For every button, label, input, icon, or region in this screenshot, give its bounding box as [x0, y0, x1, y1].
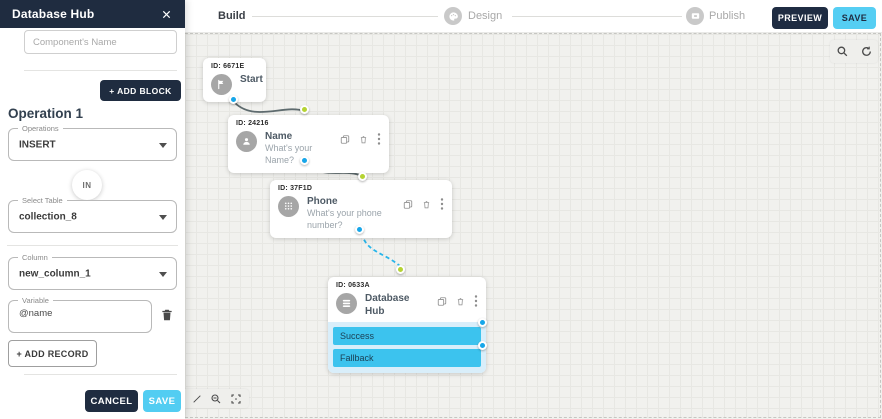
search-icon[interactable] — [836, 45, 849, 58]
duplicate-icon[interactable] — [403, 199, 413, 210]
panel-header: Database Hub — [0, 0, 185, 28]
zoom-out-icon[interactable] — [210, 393, 222, 405]
duplicate-icon[interactable] — [437, 296, 447, 307]
flow-canvas[interactable]: ID: 6671E Start ID: 24216 Name What's yo… — [185, 33, 881, 418]
column-value: new_column_1 — [19, 268, 91, 279]
chevron-down-icon — [159, 272, 167, 277]
node-title: Name — [265, 131, 293, 142]
duplicate-icon[interactable] — [340, 134, 350, 145]
divider — [7, 245, 178, 246]
step-design[interactable]: Design — [468, 10, 503, 22]
delete-icon[interactable] — [456, 296, 465, 307]
variable-label: Variable — [18, 296, 53, 305]
node-id: ID: 0633A — [336, 282, 370, 289]
divider — [24, 70, 177, 71]
output-port-start[interactable] — [229, 95, 238, 104]
close-icon[interactable] — [159, 7, 173, 21]
step-connector — [512, 16, 682, 17]
column-label: Column — [18, 253, 52, 262]
step-publish[interactable]: Publish — [709, 10, 746, 22]
node-title: Phone — [307, 196, 338, 207]
panel-save-button[interactable]: SAVE — [143, 390, 181, 412]
output-port-name[interactable] — [300, 156, 309, 165]
select-table-select[interactable]: Select Table collection_8 — [8, 196, 177, 233]
step-connector — [252, 16, 438, 17]
input-port-phone[interactable] — [358, 172, 367, 181]
output-port-phone[interactable] — [355, 225, 364, 234]
design-step-icon — [444, 7, 462, 25]
cancel-button[interactable]: CANCEL — [85, 390, 138, 412]
output-port-fallback[interactable] — [478, 341, 487, 350]
node-phone[interactable]: ID: 37F1D Phone What's your phone number… — [270, 180, 452, 239]
panel-title: Database Hub — [12, 7, 95, 21]
select-table-value: collection_8 — [19, 211, 77, 222]
column-select[interactable]: Column new_column_1 — [8, 253, 177, 290]
variable-input[interactable] — [19, 308, 139, 319]
delete-icon[interactable] — [422, 199, 431, 210]
node-database-hub[interactable]: ID: 0633A Database Hub Success Fallback — [328, 277, 486, 373]
dialpad-icon — [278, 196, 299, 217]
more-options-icon[interactable] — [474, 295, 478, 307]
reset-view-icon[interactable] — [860, 45, 873, 58]
chevron-down-icon — [159, 143, 167, 148]
operations-select[interactable]: Operations INSERT — [8, 124, 177, 161]
preview-button[interactable]: PREVIEW — [772, 7, 828, 29]
output-success[interactable]: Success — [333, 327, 481, 345]
operations-label: Operations — [18, 124, 63, 133]
node-id: ID: 37F1D — [278, 185, 313, 192]
node-title: Start — [240, 74, 263, 85]
divider — [24, 374, 177, 375]
node-id: ID: 6671E — [211, 63, 245, 70]
operations-value: INSERT — [19, 139, 56, 150]
select-table-label: Select Table — [18, 196, 67, 205]
node-title: Database Hub — [365, 293, 410, 317]
node-outputs: Success Fallback — [328, 322, 486, 373]
canvas-toolbar-topright — [830, 40, 878, 63]
input-port-database[interactable] — [396, 265, 405, 274]
more-options-icon[interactable] — [440, 198, 444, 210]
node-start[interactable]: ID: 6671E Start — [203, 58, 266, 102]
delete-record-button[interactable] — [158, 306, 176, 326]
flag-icon — [211, 74, 232, 95]
node-question: What's your phone number? — [307, 208, 382, 230]
database-hub-panel: Database Hub + ADD BLOCK Operation 1 Ope… — [0, 0, 185, 419]
fit-view-icon[interactable] — [230, 393, 242, 405]
database-icon — [336, 293, 357, 314]
person-icon — [236, 131, 257, 152]
input-port-name[interactable] — [300, 105, 309, 114]
add-block-button[interactable]: + ADD BLOCK — [100, 80, 181, 101]
component-name-input[interactable] — [24, 30, 177, 54]
delete-icon[interactable] — [359, 134, 368, 145]
output-fallback[interactable]: Fallback — [333, 349, 481, 367]
in-badge: IN — [72, 170, 102, 200]
publish-step-icon — [686, 7, 704, 25]
node-id: ID: 24216 — [236, 120, 269, 127]
output-port-success[interactable] — [478, 318, 487, 327]
topbar-save-button[interactable]: SAVE — [833, 7, 876, 29]
step-build[interactable]: Build — [218, 10, 246, 22]
canvas-toolbar-bottomleft — [185, 389, 249, 408]
add-record-button[interactable]: + ADD RECORD — [8, 340, 97, 367]
variable-field[interactable]: Variable — [8, 296, 152, 333]
chevron-down-icon — [159, 215, 167, 220]
node-name[interactable]: ID: 24216 Name What's your Name? — [228, 115, 389, 174]
operation-title: Operation 1 — [8, 106, 84, 121]
more-options-icon[interactable] — [377, 133, 381, 145]
pan-tool-icon[interactable] — [192, 394, 202, 404]
node-question: What's your Name? — [265, 143, 313, 165]
